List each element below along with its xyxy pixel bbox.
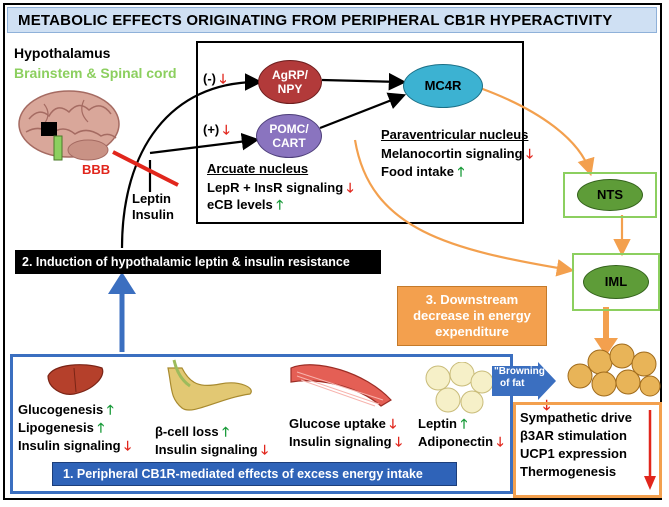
step2-text: 2. Induction of hypothalamic leptin & in…	[22, 255, 350, 269]
brown-fat-icon	[567, 343, 661, 397]
browning-label: "Browning" of fat	[494, 366, 550, 389]
iml-box	[572, 253, 660, 311]
bbb-barrier	[112, 150, 179, 187]
step3-line3: expenditure	[435, 324, 509, 339]
bbb-label: BBB	[82, 162, 111, 177]
step1-text: 1. Peripheral CB1R-mediated effects of e…	[63, 467, 423, 481]
liver-line3: Insulin signaling 🡓	[18, 438, 131, 453]
arrow-to-agrp	[120, 73, 263, 249]
brown-fat-line2: β3AR stimulation	[520, 428, 627, 443]
step3-line1: 3. Downstream	[425, 292, 519, 307]
step3-line2: decrease in energy	[413, 308, 531, 323]
diagram-frame	[3, 3, 662, 500]
muscle-line2: Insulin signaling 🡓	[289, 434, 402, 449]
muscle-icon	[290, 364, 392, 407]
nts-node: NTS	[577, 179, 643, 211]
hypothalamus-label: Hypothalamus	[14, 45, 111, 61]
insulin-label: Insulin	[132, 207, 174, 222]
step2-banner: 2. Induction of hypothalamic leptin & in…	[15, 250, 381, 274]
pancreas-line1: β-cell loss 🡑	[155, 424, 229, 439]
fat-line2: Adiponectin 🡓	[418, 434, 504, 449]
pomc-cart-node: POMC/ CART	[256, 114, 322, 158]
muscle-line1: Glucose uptake 🡓	[289, 416, 397, 431]
arcuate-line1: LepR + InsR signaling 🡓	[207, 180, 354, 195]
iml-node: IML	[583, 265, 649, 299]
paraventricular-line2: Food intake 🡑	[381, 164, 465, 179]
diagram-title: METABOLIC EFFECTS ORIGINATING FROM PERIP…	[18, 12, 613, 29]
arrow-pomc-iml	[353, 139, 575, 277]
browning-down-arrow: 🡓	[543, 397, 551, 413]
leptin-label: Leptin	[132, 191, 171, 206]
arrow-pomc-mc4r	[319, 92, 407, 130]
brain-icon	[18, 90, 120, 161]
fat-cells-icon	[425, 362, 494, 414]
agrp-npy-node: AgRP/ NPY	[258, 60, 322, 104]
liver-icon	[47, 364, 104, 395]
brown-fat-line3: UCP1 expression	[520, 446, 627, 461]
arrow-to-pomc	[149, 132, 260, 155]
brown-fat-line4: Thermogenesis	[520, 464, 617, 479]
liver-line2: Lipogenesis 🡑	[18, 420, 105, 435]
nts-box	[563, 172, 657, 218]
fat-line1: Leptin 🡑	[418, 416, 468, 431]
step1-banner: 1. Peripheral CB1R-mediated effects of e…	[52, 462, 457, 486]
brown-fat-box	[513, 402, 662, 498]
title-bar: METABOLIC EFFECTS ORIGINATING FROM PERIP…	[7, 7, 657, 33]
pancreas-line2: Insulin signaling 🡓	[155, 442, 268, 457]
brainstem-label: Brainstem & Spinal cord	[14, 65, 177, 81]
peripheral-box	[10, 354, 513, 494]
step3-box: 3. Downstream decrease in energy expendi…	[397, 286, 547, 346]
paraventricular-title: Paraventricular nucleus	[381, 127, 529, 142]
arcuate-line2: eCB levels 🡑	[207, 197, 284, 212]
brown-fat-line1: Sympathetic drive	[520, 410, 632, 425]
paraventricular-line1: Melanocortin signaling 🡓	[381, 146, 533, 161]
arrow-agrp-mc4r	[321, 72, 407, 91]
arcuate-title: Arcuate nucleus	[207, 161, 309, 176]
liver-line1: Glucogenesis 🡑	[18, 402, 114, 417]
hypothalamus-box	[196, 41, 524, 224]
brown-fat-down-arrow	[644, 410, 656, 490]
pancreas-icon	[167, 359, 252, 411]
mc4r-node: MC4R	[403, 64, 483, 108]
browning-arrow	[492, 362, 556, 400]
plus-sign: (+) 🡓	[203, 122, 230, 137]
minus-sign: (-) 🡓	[203, 71, 227, 86]
arrow-mc4r-nts	[479, 86, 595, 177]
